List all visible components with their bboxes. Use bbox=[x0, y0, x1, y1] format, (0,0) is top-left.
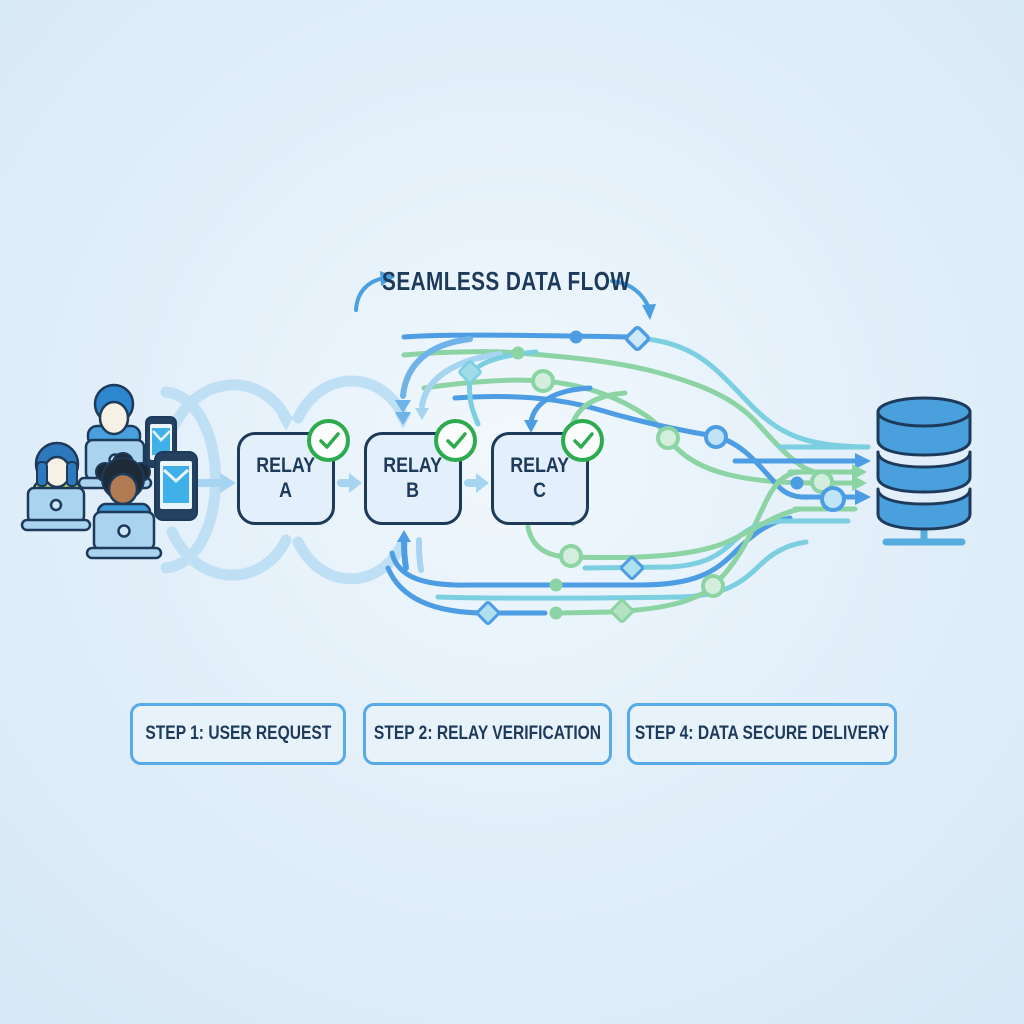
relay-b-label: RELAY bbox=[383, 453, 443, 477]
title-arrow-right bbox=[610, 279, 656, 320]
relay-b-node: RELAY B bbox=[364, 419, 477, 525]
database-icon bbox=[876, 396, 972, 546]
user-laptop-icon bbox=[20, 441, 92, 532]
step-4-label: STEP 4: DATA SECURE DELIVERY bbox=[634, 723, 890, 744]
relay-b-letter: B bbox=[406, 478, 420, 502]
step-1-label: STEP 1: USER REQUEST bbox=[145, 723, 331, 744]
users-group bbox=[20, 383, 198, 560]
relay-c-letter: C bbox=[533, 478, 547, 502]
user-laptop-icon bbox=[85, 452, 163, 560]
relay-a-letter: A bbox=[279, 478, 293, 502]
diagram-title-text: SEAMLESS DATA FLOW bbox=[382, 266, 631, 296]
relay-c-node: RELAY C bbox=[491, 419, 604, 525]
flow-step-arrows bbox=[193, 473, 489, 493]
phone-message-icon bbox=[154, 451, 198, 521]
flow-node-markers bbox=[458, 325, 846, 625]
relay-c-label: RELAY bbox=[510, 453, 570, 477]
flow-line-arrowheads bbox=[395, 400, 871, 542]
diagram-title: SEAMLESS DATA FLOW bbox=[351, 266, 651, 297]
step-2-label: STEP 2: RELAY VERIFICATION bbox=[373, 723, 602, 744]
check-circle-icon bbox=[434, 419, 477, 462]
step-4-box: STEP 4: DATA SECURE DELIVERY bbox=[627, 703, 897, 765]
check-circle-icon bbox=[561, 419, 604, 462]
relay-a-label: RELAY bbox=[256, 453, 316, 477]
relay-a-node: RELAY A bbox=[237, 419, 350, 525]
step-2-box: STEP 2: RELAY VERIFICATION bbox=[363, 703, 612, 765]
check-circle-icon bbox=[307, 419, 350, 462]
title-arrow-left bbox=[354, 271, 395, 312]
step-1-box: STEP 1: USER REQUEST bbox=[130, 703, 346, 765]
